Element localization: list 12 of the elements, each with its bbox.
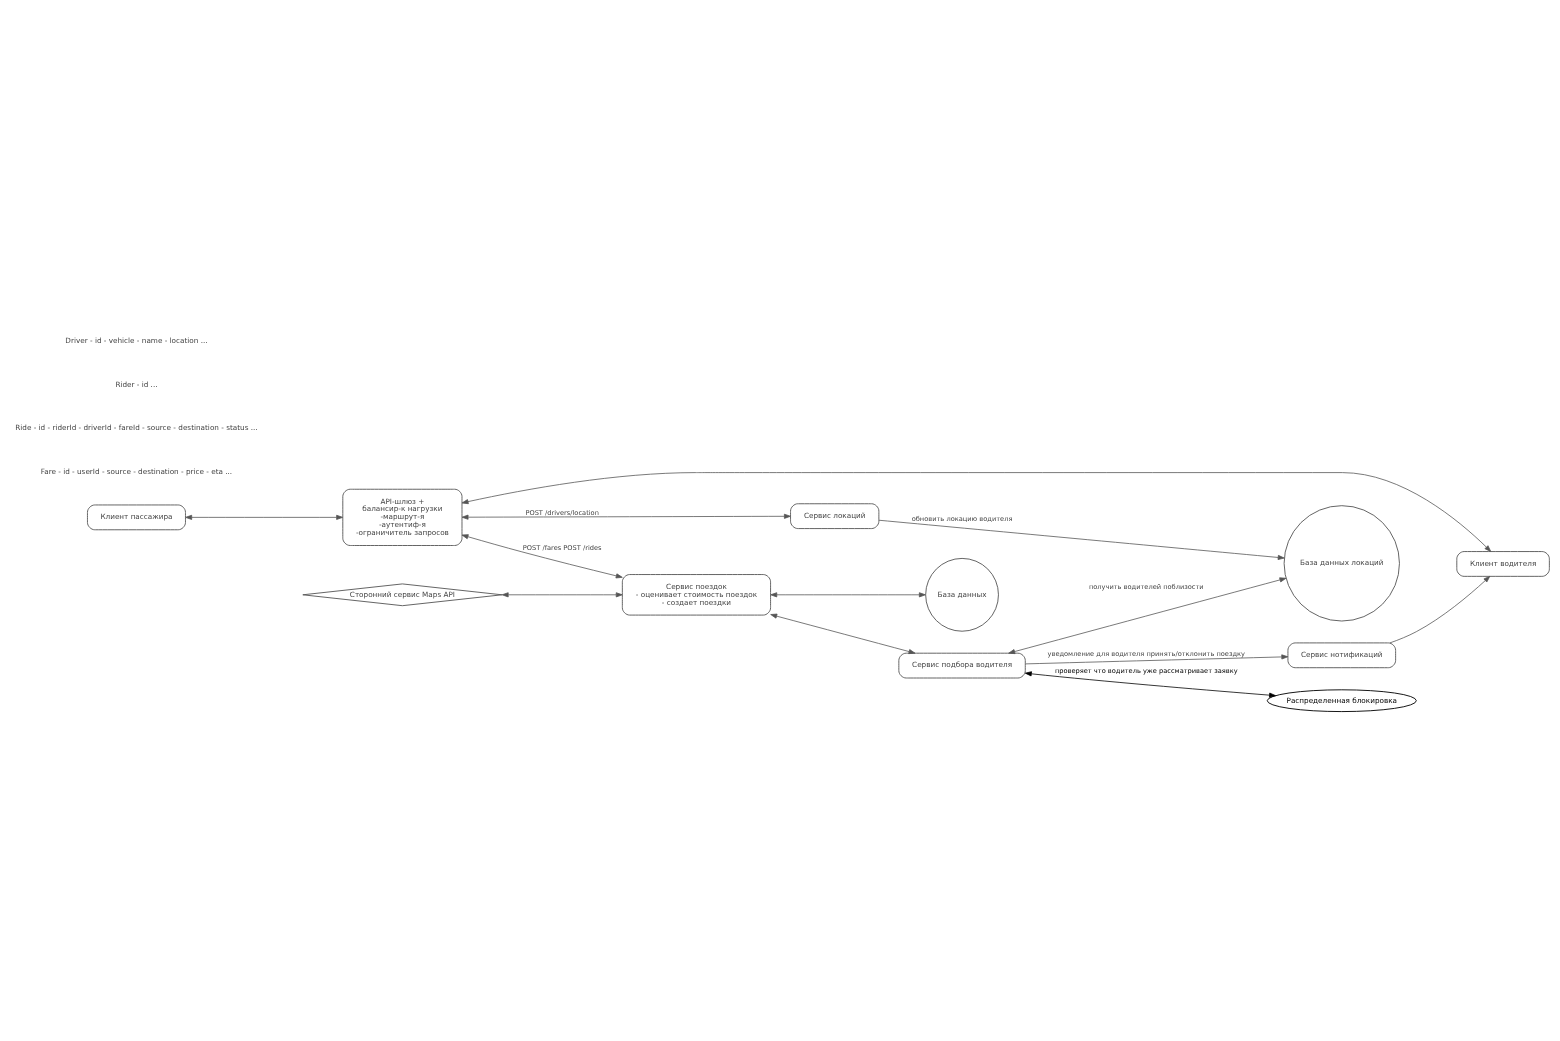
arrow xyxy=(461,513,791,520)
arrow xyxy=(1008,576,1287,654)
arrow xyxy=(185,514,344,520)
arrow xyxy=(1389,575,1491,643)
arrow xyxy=(770,613,916,654)
arrow xyxy=(1025,653,1289,664)
arrow xyxy=(878,519,1285,560)
arrow xyxy=(1024,670,1276,698)
arrow xyxy=(770,591,926,597)
arrow xyxy=(461,533,623,578)
arrow xyxy=(461,471,1492,552)
arrow xyxy=(501,591,623,597)
